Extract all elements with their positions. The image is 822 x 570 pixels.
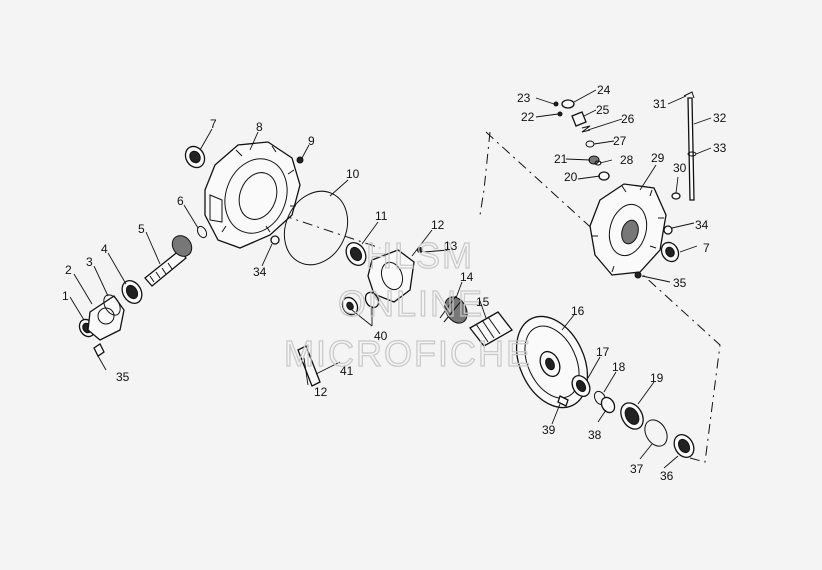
callout-31: 31 — [653, 97, 667, 111]
callout-1: 1 — [62, 289, 69, 303]
part-20-washer — [598, 171, 610, 181]
callout-19: 19 — [650, 371, 664, 385]
callout-24: 24 — [597, 83, 611, 97]
callout-34-left: 34 — [253, 265, 267, 279]
callout-7-left: 7 — [210, 117, 217, 131]
callout-41: 41 — [340, 364, 354, 378]
part-17-bearing — [571, 375, 591, 397]
callout-25: 25 — [596, 103, 610, 117]
part-24-cap — [561, 99, 575, 109]
callout-37: 37 — [630, 462, 644, 476]
callout-35-right: 35 — [673, 276, 687, 290]
part-26-spring — [581, 125, 591, 133]
callout-35-left: 35 — [116, 370, 130, 384]
part-3-o-ring — [103, 294, 121, 316]
part-11-seal — [345, 242, 367, 266]
callout-36: 36 — [660, 469, 674, 483]
part-7-seal-left — [184, 145, 206, 169]
part-9-bolt — [296, 156, 304, 164]
part-10-housing-o-ring — [283, 190, 349, 266]
callout-3: 3 — [86, 255, 93, 269]
callout-26: 26 — [621, 112, 635, 126]
watermark-line-1: HLSM — [366, 235, 474, 276]
part-31-clip — [683, 91, 695, 99]
part-15-pinion-shaft — [469, 311, 513, 347]
part-14-pinion-gear — [439, 295, 468, 324]
callout-40: 40 — [374, 329, 388, 343]
callout-13: 13 — [444, 239, 458, 253]
part-29-cover — [589, 183, 667, 276]
callout-12-bottom: 12 — [314, 385, 328, 399]
part-34-plug-left — [270, 235, 280, 245]
callout-32: 32 — [713, 111, 727, 125]
part-2-retainer-plate — [87, 295, 125, 341]
callout-12-top: 12 — [431, 218, 445, 232]
callout-15: 15 — [476, 295, 490, 309]
watermark: HLSM ONLINE MICROFICHE — [283, 234, 532, 374]
callout-29: 29 — [651, 151, 665, 165]
callout-8: 8 — [256, 120, 263, 134]
leader-lines — [69, 89, 712, 469]
part-6-ring — [196, 225, 208, 239]
part-34-plug-right — [663, 225, 673, 235]
part-5-input-shaft — [144, 235, 193, 287]
part-38-ring — [600, 396, 616, 414]
part-13-pin — [417, 247, 423, 253]
part-30-seal — [671, 192, 681, 200]
part-39-bolt — [557, 395, 569, 407]
part-25-fitting — [571, 111, 587, 127]
part-16-ring-gear — [515, 315, 589, 409]
part-35-bolt-left — [93, 343, 105, 357]
callout-21: 21 — [554, 152, 568, 166]
callout-30: 30 — [673, 161, 687, 175]
callout-23: 23 — [517, 91, 531, 105]
callout-11: 11 — [375, 209, 388, 223]
callout-18: 18 — [612, 360, 626, 374]
part-27-ring — [585, 140, 595, 148]
part-41-pin — [297, 345, 321, 387]
callout-39: 39 — [542, 423, 556, 437]
callout-2: 2 — [65, 263, 72, 277]
part-12-carrier — [367, 249, 415, 303]
part-32-rod — [687, 97, 695, 201]
part-37-o-ring — [644, 419, 668, 447]
part-40-bearing-pair — [341, 291, 380, 316]
part-35-bolt-right — [634, 271, 642, 279]
callout-27: 27 — [613, 134, 627, 148]
part-8-gear-housing — [204, 141, 301, 249]
callout-16: 16 — [571, 304, 585, 318]
callout-10: 10 — [346, 167, 360, 181]
callout-33: 33 — [713, 141, 727, 155]
watermark-line-3: MICROFICHE — [284, 333, 532, 374]
part-21-plug — [588, 155, 600, 165]
part-22-pin — [557, 111, 563, 117]
watermark-line-2: ONLINE — [338, 283, 484, 324]
callout-4: 4 — [101, 242, 108, 256]
part-36-bearing — [673, 434, 695, 458]
callout-14: 14 — [460, 270, 474, 284]
callout-38: 38 — [588, 428, 602, 442]
callout-9: 9 — [308, 134, 315, 148]
callout-17: 17 — [596, 345, 610, 359]
callout-22: 22 — [521, 110, 535, 124]
callout-34-right: 34 — [695, 218, 709, 232]
callout-labels: 1 2 3 4 5 6 7 8 9 10 11 12 13 14 15 16 1… — [62, 83, 727, 483]
callout-28: 28 — [620, 153, 634, 167]
callout-5: 5 — [138, 222, 145, 236]
callout-7-right: 7 — [703, 241, 710, 255]
callout-20: 20 — [564, 170, 578, 184]
part-7-seal-right — [660, 241, 680, 263]
part-23-pin — [553, 101, 559, 107]
part-4-bearing — [121, 280, 143, 304]
callout-6: 6 — [177, 194, 184, 208]
part-19-seal — [620, 402, 644, 430]
